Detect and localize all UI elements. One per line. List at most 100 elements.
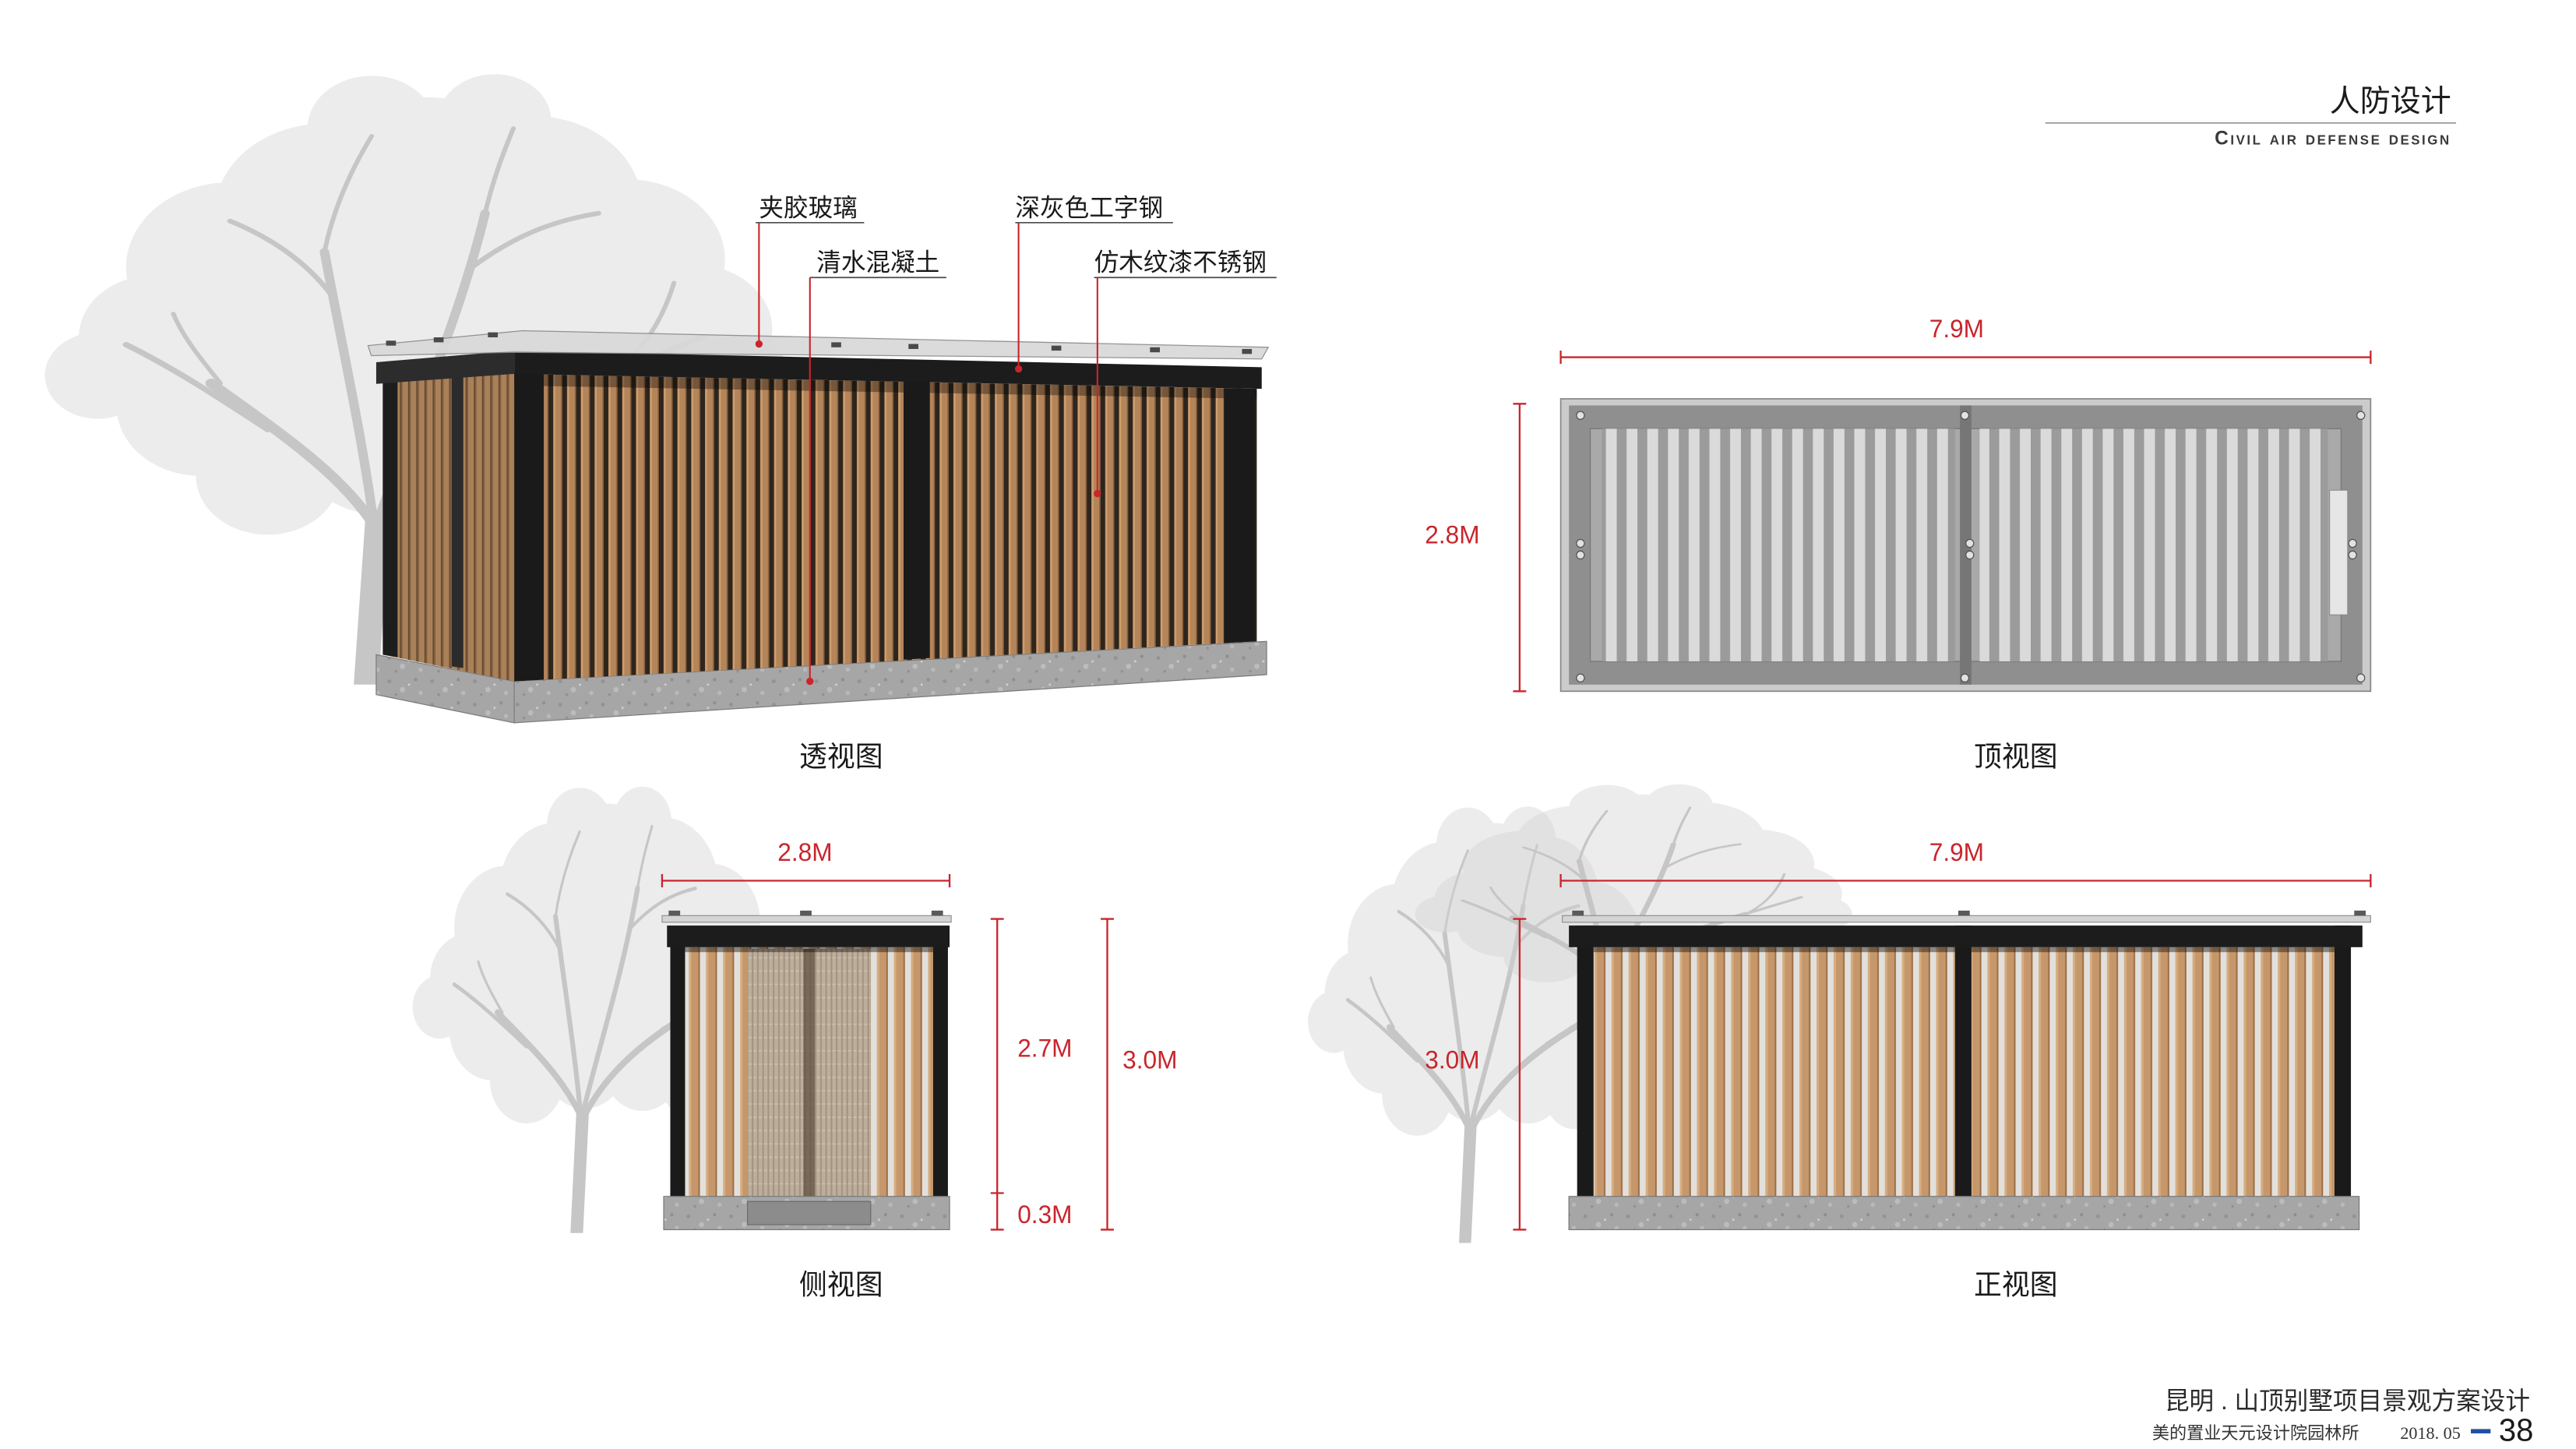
laminated-glass-roof (367, 330, 1270, 360)
dimension-label: 0.3M (1017, 1200, 1072, 1229)
side-glass-roof (661, 915, 952, 923)
bolt-icon (2348, 538, 2357, 548)
front-concrete-base (1568, 1196, 2360, 1231)
dimension-label: 7.9M (1929, 838, 1984, 866)
page-number: 38 (2499, 1412, 2534, 1447)
perspective-view-label: 透视图 (799, 740, 883, 772)
glass-clamp (386, 340, 396, 346)
project-title: 昆明 . 山顶别墅项目景观方案设计 (2165, 1387, 2530, 1415)
organization-name: 美的置业天元设计院园林所 (2152, 1423, 2359, 1443)
side-view-total-height-dimension: 3.0M (1101, 918, 1177, 1231)
bolt-icon (2356, 411, 2366, 421)
annotation-laminated-glass: 夹胶玻璃 (755, 193, 865, 348)
page-number-dash (2471, 1429, 2491, 1433)
annotation-label: 清水混凝土 (816, 249, 939, 277)
side-wood-cladding (382, 372, 515, 682)
slat-top-shadow (685, 947, 933, 953)
annotation-label: 深灰色工字钢 (1015, 193, 1163, 221)
roof-slats-left (1602, 428, 1955, 661)
page-subtitle: Civil air defense design (2215, 128, 2451, 149)
side-mid-post (451, 375, 463, 668)
roof-glass-clamps (386, 332, 1253, 354)
dimension-label: 2.8M (777, 838, 832, 866)
glass-clamp (668, 910, 681, 916)
annotation-dot (1014, 365, 1023, 373)
bolt-icon (1960, 673, 1970, 683)
bolt-icon (1576, 673, 1585, 683)
glass-clamp (931, 910, 943, 916)
top-view-depth-dimension: 2.8M (1425, 403, 1527, 693)
bolt-icon (1576, 550, 1585, 560)
front-left-post (1577, 925, 1594, 1197)
bolt-icon (2356, 673, 2366, 683)
annotation-label: 夹胶玻璃 (759, 193, 857, 221)
page-header: 人防设计 Civil air defense design (2045, 84, 2457, 150)
bolt-icon (1960, 411, 1970, 421)
glass-clamp (1958, 910, 1970, 916)
top-view-width-dimension: 7.9M (1559, 315, 2372, 365)
side-view-label: 侧视图 (799, 1268, 883, 1300)
glass-clamp (800, 910, 812, 916)
front-glass-roof (1562, 915, 2371, 923)
roof-slats-right (1979, 428, 2328, 661)
side-corner-post (382, 379, 398, 658)
bolt-icon (1965, 550, 1975, 560)
annotation-label: 仿木纹漆不锈钢 (1094, 249, 1267, 277)
dimension-label: 2.7M (1017, 1034, 1072, 1062)
roof-glass-clamps (1572, 910, 2366, 916)
glass-clamp (488, 332, 499, 338)
dimension-label: 7.9M (1929, 315, 1984, 343)
annotation-dark-grey-i-beam: 深灰色工字钢 (1014, 193, 1173, 373)
dimension-label: 3.0M (1122, 1045, 1177, 1074)
page-footer: 昆明 . 山顶别墅项目景观方案设计 美的置业天元设计院园林所 2018. 05 … (2152, 1387, 2534, 1448)
side-view-width-dimension: 2.8M (661, 838, 951, 888)
front-view-width-dimension: 7.9M (1559, 838, 2372, 888)
bolt-icon (2348, 550, 2357, 560)
front-view-label: 正视图 (1974, 1268, 2058, 1300)
steel-beam-front (514, 351, 1262, 390)
top-view-drawing (1559, 398, 2372, 693)
front-right-post (2334, 925, 2352, 1197)
annotation-fair-faced-concrete: 清水混凝土 (806, 249, 946, 686)
roof-hardware (1576, 411, 2366, 683)
annotation-dot (806, 677, 814, 686)
front-view-drawing (1562, 910, 2371, 1231)
slat-top-shadow (514, 373, 1257, 399)
front-middle-post (903, 380, 930, 660)
front-wood-slats (514, 373, 1257, 682)
bolt-icon (1965, 538, 1975, 548)
top-view-label: 顶视图 (1974, 740, 2058, 772)
issue-date: 2018. 05 (2400, 1423, 2460, 1443)
glass-clamp (1242, 348, 1253, 354)
glass-clamp (908, 344, 918, 349)
door-center-band (803, 948, 816, 1197)
roof-glass-clamps (668, 910, 943, 916)
dimension-label: 3.0M (1425, 1045, 1479, 1074)
front-middle-post (1954, 925, 1972, 1197)
page-title: 人防设计 (2330, 84, 2451, 118)
glass-clamp (2354, 910, 2366, 916)
door-threshold (747, 1200, 872, 1225)
front-right-post (1224, 388, 1256, 643)
bolt-icon (1576, 411, 1585, 421)
side-view-segment-height-dimension: 2.7M 0.3M (990, 918, 1073, 1231)
steel-beam-side (375, 351, 515, 384)
annotation-wood-grain-steel: 仿木纹漆不锈钢 (1094, 249, 1277, 498)
perspective-drawing (367, 330, 1270, 724)
bolt-icon (1576, 538, 1585, 548)
glass-clamp (831, 342, 841, 347)
front-steel-beam (1569, 925, 2363, 947)
side-left-post (670, 927, 685, 1197)
front-left-post (514, 372, 544, 682)
side-steel-beam (667, 925, 950, 947)
glass-clamp (1150, 347, 1160, 353)
annotation-dot (1094, 489, 1101, 498)
concrete-base-front (513, 640, 1267, 724)
dimension-label: 2.8M (1425, 520, 1479, 548)
roof-end-panel (2329, 489, 2349, 615)
glass-clamp (1051, 345, 1062, 351)
side-right-post (932, 927, 948, 1197)
front-view-height-dimension: 3.0M (1425, 918, 1527, 1231)
glass-clamp (433, 337, 444, 343)
